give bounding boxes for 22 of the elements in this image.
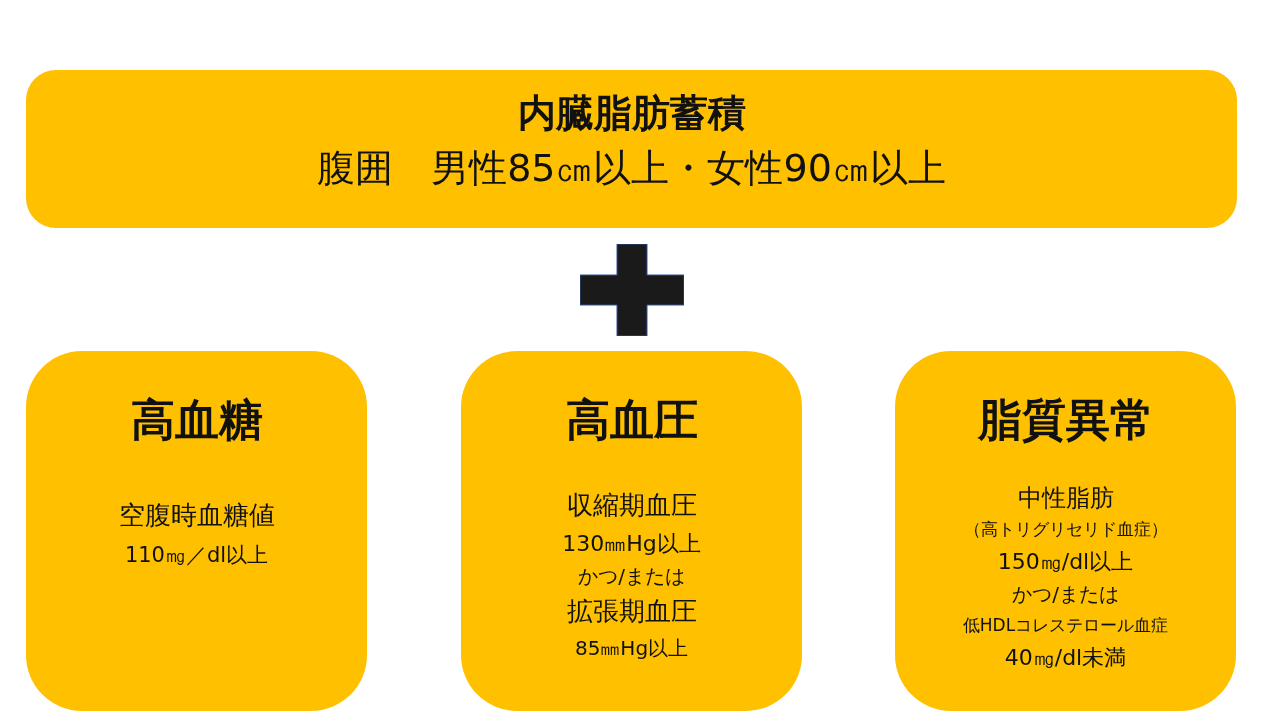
rounded-box — [461, 351, 802, 711]
criterion-text: 130㎜Hg以上 — [562, 530, 701, 558]
criterion-text: 収縮期血圧 — [566, 489, 697, 522]
rounded-box — [26, 351, 367, 711]
criterion-text: 腹囲 男性85㎝以上・女性90㎝以上 — [317, 145, 946, 192]
criterion-text: 150㎎/dl以上 — [997, 548, 1134, 576]
box-heading: 高血糖 — [130, 393, 263, 447]
criterion-text: 中性脂肪 — [1017, 483, 1114, 514]
criterion-text: かつ/または — [578, 563, 685, 590]
box-heading: 内臓脂肪蓄積 — [517, 90, 746, 137]
criterion-text: 40㎎/dl未満 — [1004, 644, 1127, 672]
criterion-text: かつ/または — [1012, 581, 1119, 608]
criterion-text: 85㎜Hg以上 — [574, 635, 689, 662]
box-heading: 高血圧 — [565, 393, 698, 447]
box-heading: 脂質異常 — [977, 393, 1154, 447]
rounded-box — [26, 70, 1237, 228]
criterion-text: 低HDLコレステロール血症 — [962, 614, 1169, 637]
criterion-text: 拡張期血圧 — [566, 595, 697, 628]
criterion-text: 110㎎／dl以上 — [124, 542, 269, 569]
criterion-text: 空腹時血糖値 — [118, 499, 275, 532]
rounded-box — [895, 351, 1236, 711]
criterion-text: （高トリグリセリド血症） — [963, 518, 1168, 541]
